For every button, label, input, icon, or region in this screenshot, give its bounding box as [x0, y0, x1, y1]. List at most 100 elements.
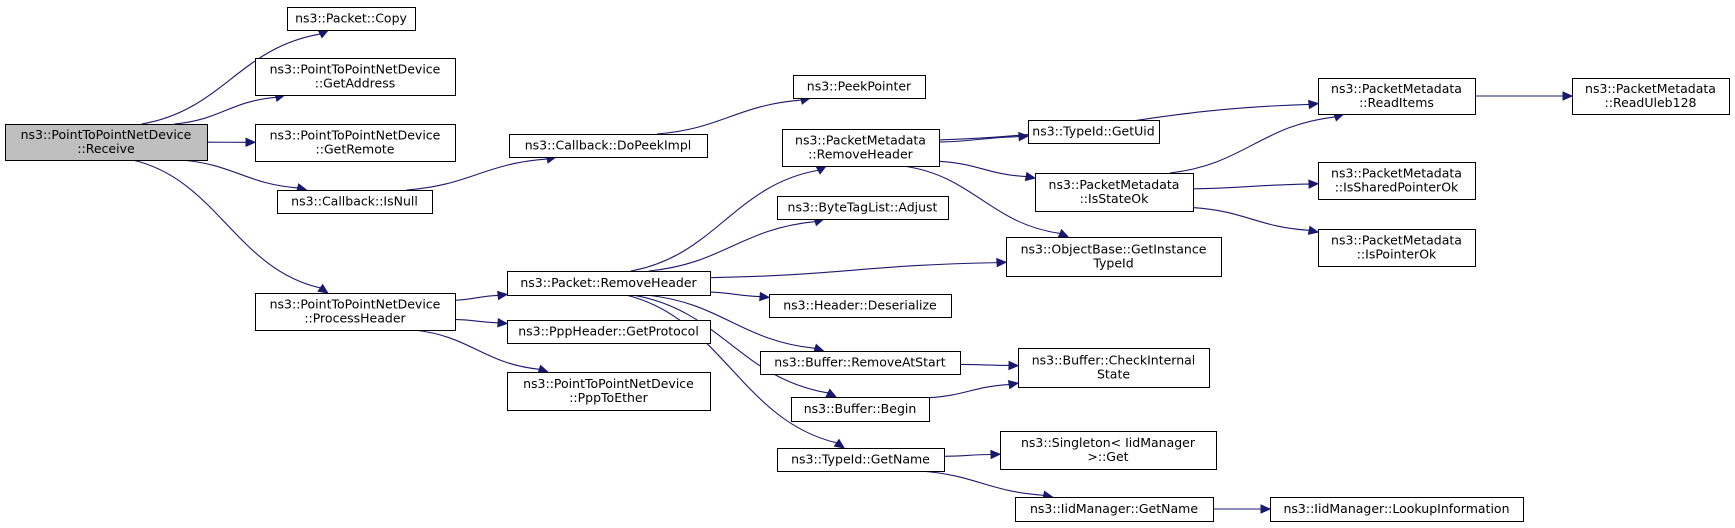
call-edge-dopeekimpl-to-peekpointer — [656, 95, 812, 135]
function-node-dopeekimpl[interactable]: ns3::Callback::DoPeekImpl — [509, 134, 708, 158]
function-node-isstateok[interactable]: ns3::PacketMetadata::IsStateOk — [1035, 173, 1194, 212]
node-label: >::Get — [1087, 449, 1128, 464]
node-label: ns3::ByteTagList::Adjust — [788, 200, 938, 215]
node-box — [255, 124, 456, 162]
edge-line — [1192, 183, 1310, 190]
function-node-begin[interactable]: ns3::Buffer::Begin — [791, 397, 930, 422]
node-label: ::GetAddress — [315, 76, 395, 91]
function-node-getprotocol[interactable]: ns3::PppHeader::GetProtocol — [507, 320, 711, 344]
call-edge-pm_removeheader-to-isstateok — [938, 160, 1037, 182]
node-label: ns3::PointToPointNetDevice — [270, 128, 441, 143]
node-label: ::ReadUleb128 — [1605, 95, 1697, 110]
function-node-ispointerok[interactable]: ns3::PacketMetadata::IsPointerOk — [1318, 229, 1476, 267]
edge-line — [625, 294, 837, 444]
edge-line — [1192, 206, 1310, 231]
node-label: ns3::Packet::RemoveHeader — [520, 275, 697, 290]
function-node-ppptoether[interactable]: ns3::PointToPointNetDevice::PppToEther — [507, 372, 711, 411]
call-edge-removeheader-to-typeid_getname — [625, 294, 846, 449]
call-edge-receive-to-getaddress — [174, 92, 286, 125]
function-node-getaddress[interactable]: ns3::PointToPointNetDevice::GetAddress — [255, 58, 456, 96]
call-edge-iid_getname-to-lookupinformation — [1212, 504, 1272, 514]
edge-line — [938, 136, 1020, 143]
edge-line — [959, 363, 1010, 366]
function-node-removeheader[interactable]: ns3::Packet::RemoveHeader — [507, 271, 711, 296]
edge-line — [132, 159, 321, 289]
function-node-issharedpointerok[interactable]: ns3::PacketMetadata::IsSharedPointerOk — [1318, 162, 1476, 200]
arrowhead-icon — [990, 449, 1002, 460]
node-label: ns3::PointToPointNetDevice — [523, 376, 694, 391]
edge-line — [406, 158, 548, 191]
edge-line — [141, 33, 321, 125]
function-node-getremote[interactable]: ns3::PointToPointNetDevice::GetRemote — [255, 124, 456, 162]
node-box — [1035, 173, 1194, 212]
call-edge-isstateok-to-issharedpointerok — [1192, 179, 1320, 190]
function-node-copy[interactable]: ns3::Packet::Copy — [287, 7, 416, 31]
node-box — [1318, 78, 1476, 115]
node-label: ns3::PacketMetadata — [1049, 177, 1180, 192]
function-node-removeatstart[interactable]: ns3::Buffer::RemoveAtStart — [760, 351, 961, 375]
node-label: ns3::Buffer::CheckInternal — [1032, 353, 1196, 368]
function-node-readuleb128[interactable]: ns3::PacketMetadata::ReadUleb128 — [1572, 78, 1730, 115]
call-edge-typeid_getname-to-iid_getname — [919, 470, 1054, 500]
node-label: ns3::PeekPointer — [807, 79, 912, 94]
arrowhead-icon — [1307, 225, 1320, 235]
arrowhead-icon — [1308, 99, 1320, 110]
function-node-singleton_get[interactable]: ns3::Singleton< IidManager>::Get — [1000, 431, 1217, 470]
arrowhead-icon — [1024, 171, 1037, 182]
call-edge-begin-to-checkinternalstate — [928, 379, 1020, 399]
node-box — [777, 196, 949, 220]
node-label: ns3::PointToPointNetDevice — [21, 127, 192, 142]
function-node-pm_removeheader[interactable]: ns3::PacketMetadata::RemoveHeader — [782, 129, 940, 167]
node-label: ns3::Singleton< IidManager — [1021, 435, 1196, 450]
call-edge-isstateok-to-ispointerok — [1192, 206, 1320, 235]
function-node-getuid[interactable]: ns3::TypeId::GetUid — [1028, 120, 1160, 144]
function-node-lookupinformation[interactable]: ns3::IidManager::LookupInformation — [1270, 497, 1524, 522]
node-label: ns3::TypeId::GetUid — [1032, 124, 1154, 139]
node-box — [255, 58, 456, 96]
node-label: ::IsPointerOk — [1357, 247, 1437, 262]
function-node-typeid_getname[interactable]: ns3::TypeId::GetName — [777, 448, 945, 472]
function-node-processheader[interactable]: ns3::PointToPointNetDevice::ProcessHeade… — [255, 293, 456, 331]
node-label: ns3::IidManager::LookupInformation — [1283, 501, 1509, 516]
node-label: ns3::PointToPointNetDevice — [270, 297, 441, 312]
node-box — [277, 190, 433, 214]
arrowhead-icon — [1260, 504, 1272, 514]
node-box — [1000, 431, 1217, 470]
node-label: ns3::Packet::Copy — [295, 11, 407, 26]
node-label: ns3::Callback::IsNull — [291, 194, 418, 209]
node-box — [777, 448, 945, 472]
function-node-deserialize[interactable]: ns3::Header::Deserialize — [769, 294, 952, 318]
node-label: ns3::PacketMetadata — [1585, 81, 1716, 96]
node-label: ::IsStateOk — [1080, 191, 1150, 206]
edge-line — [709, 262, 998, 279]
edge-line — [181, 159, 298, 189]
function-node-readitems[interactable]: ns3::PacketMetadata::ReadItems — [1318, 78, 1476, 115]
edge-line — [630, 169, 819, 272]
arrowhead-icon — [1057, 228, 1070, 238]
call-edge-isstateok-to-readitems — [1169, 112, 1345, 174]
call-edge-receive-to-isnull — [181, 159, 308, 193]
arrowhead-icon — [537, 364, 550, 374]
call-nodes: ns3::PointToPointNetDevice::Receivens3::… — [5, 7, 1730, 522]
node-label: ns3::Callback::DoPeekImpl — [525, 138, 692, 153]
node-box — [1028, 120, 1160, 144]
node-box — [1015, 497, 1214, 522]
function-node-iid_getname[interactable]: ns3::IidManager::GetName — [1015, 497, 1214, 522]
node-label: State — [1097, 367, 1130, 382]
call-edge-removeheader-to-getinstancetypeid — [709, 257, 1008, 279]
node-box — [507, 271, 711, 296]
node-box — [5, 124, 208, 161]
call-edge-receive-to-getremote — [206, 137, 257, 148]
call-edge-removeheader-to-begin — [632, 294, 838, 398]
edge-line — [646, 294, 816, 349]
function-node-isnull[interactable]: ns3::Callback::IsNull — [277, 190, 433, 214]
node-box — [1318, 229, 1476, 267]
node-box — [769, 294, 952, 318]
function-node-peekpointer[interactable]: ns3::PeekPointer — [793, 75, 926, 99]
node-label: ::GetRemote — [316, 142, 395, 157]
node-box — [509, 134, 708, 158]
function-node-adjust[interactable]: ns3::ByteTagList::Adjust — [777, 196, 949, 220]
